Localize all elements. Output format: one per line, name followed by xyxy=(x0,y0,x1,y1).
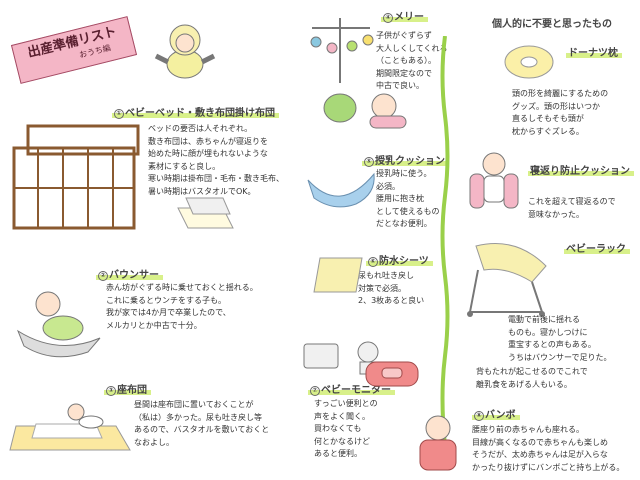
item-3-num: ③ xyxy=(106,386,116,396)
floor-cushion-illustration xyxy=(9,403,131,451)
item-5-name: 授乳クッション xyxy=(375,156,445,167)
baby-yellow-illustration xyxy=(154,24,216,79)
item-3-name: 座布団 xyxy=(117,385,147,396)
item-5-text: 授乳時に使う。 必須。 腰用に抱き枕 として使えるもの だとなお便利。 xyxy=(376,169,440,228)
baby-monitor-illustration xyxy=(303,341,379,375)
unneeded-2-name: 寝返り防止クッション xyxy=(528,162,634,177)
baby-mobile-illustration xyxy=(369,93,407,129)
item-1-num: ① xyxy=(114,109,124,119)
item-3-text: 昼間は座布団に置いておくことが （私は）多かった。尿も吐き戻し等 あるので、バス… xyxy=(134,400,270,447)
mobile-illustration xyxy=(310,18,374,123)
item-8-num: ⑧ xyxy=(474,411,484,421)
item-7-name: ベビーモニター xyxy=(321,385,391,396)
item-6-name: 防水シーツ xyxy=(379,256,429,267)
item-5-num: ⑤ xyxy=(364,157,374,167)
item-6-num: ⑥ xyxy=(368,257,378,267)
item-2-num: ② xyxy=(98,271,108,281)
item-6-text: 尿もれ吐き戻し 対策で必須。 2、3枚あると良い xyxy=(358,271,425,305)
unneeded-heading: 個人的に不要と思ったもの xyxy=(492,19,612,30)
donut-pillow-illustration xyxy=(504,45,554,79)
item-8-text: 腰座り前の赤ちゃんも座れる。 目線が高くなるので赤ちゃんも楽しめ そうだが、太め… xyxy=(472,425,625,472)
unneeded-3-text: 電動で前後に揺れる ものも。寝かしつけに 重宝するとの声もある。 うちはバウンサ… xyxy=(508,315,612,362)
item-4-num: ④ xyxy=(383,13,393,23)
item-7-text: すっごい便利との 声をよく聞く。 買わなくても 何とかなるけど あると便利。 xyxy=(314,399,378,458)
item-8-name: バンボ xyxy=(485,410,516,421)
item-1-text: ベッドの要否は人それぞれ。 敷き布団は、赤ちゃんが寝返りを 始めた時に顔が埋もれ… xyxy=(148,124,284,196)
item-4-text: 子供がぐずらず 大人しくしてくれる （こともある）。 期間限定なので 中古で良い… xyxy=(376,31,448,90)
crib-illustration xyxy=(12,124,234,230)
item-2-text: 赤ん坊がぐずる時に乗せておくと揺れる。 これに乗るとウンチをする子も。 我が家で… xyxy=(106,283,258,330)
item-7-num: ⑦ xyxy=(310,386,320,396)
nursing-cushion-illustration xyxy=(307,172,375,208)
bumbo-seat-illustration xyxy=(365,361,419,387)
unneeded-1-text: 頭の形を綺麗にするための グッズ。頭の形はいつか 直るしそもそも頭が 枕からすぐ… xyxy=(512,89,609,136)
baby-rack-illustration xyxy=(467,243,547,317)
item-1-name: ベビーベッド・敷き布団掛け布団 xyxy=(125,108,275,119)
item-2-name: バウンサー xyxy=(109,270,159,281)
item-4-name: メリー xyxy=(394,12,424,23)
title-tag: 出産準備リスト おうち編 xyxy=(10,16,138,84)
unneeded-3-name: ベビーラック xyxy=(564,240,630,255)
bouncer-illustration xyxy=(16,291,101,358)
section-divider xyxy=(440,36,450,446)
unneeded-2-text: これを超えて寝返るので 意味なかった。 xyxy=(528,197,616,219)
unneeded-4-text: 背もたれが起こせるのでこれで 離乳食をあげる人もいる。 xyxy=(476,367,588,389)
unneeded-1-name: ドーナツ枕 xyxy=(566,44,622,59)
baby-in-bumbo-illustration xyxy=(419,415,457,471)
anti-roll-cushion-illustration xyxy=(469,152,519,209)
waterproof-sheet-illustration xyxy=(313,257,363,293)
